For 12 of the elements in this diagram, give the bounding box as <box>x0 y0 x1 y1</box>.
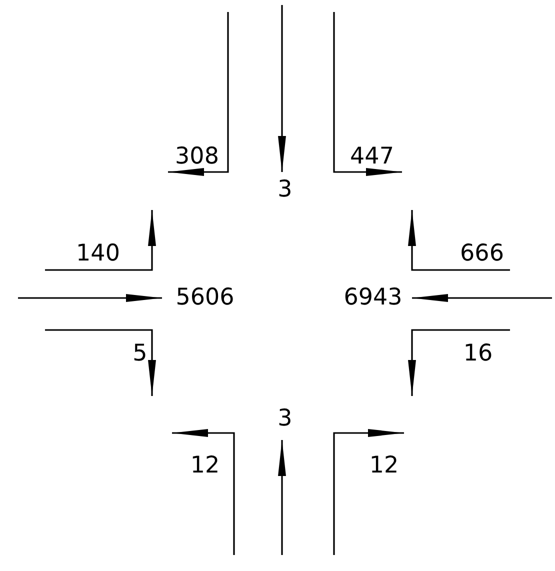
traffic-count: 140 <box>76 242 120 266</box>
traffic-count: 666 <box>460 242 504 266</box>
traffic-count: 3 <box>278 408 292 430</box>
traffic-count: 5 <box>132 342 148 366</box>
traffic-count: 12 <box>190 454 220 478</box>
traffic-count: 447 <box>350 146 394 168</box>
traffic-count: 308 <box>175 146 219 168</box>
traffic-count: 6943 <box>344 286 402 310</box>
traffic-count: 16 <box>463 342 493 366</box>
traffic-count: 3 <box>278 178 292 202</box>
traffic-count: 5606 <box>176 286 234 310</box>
traffic-count: 12 <box>369 454 399 478</box>
